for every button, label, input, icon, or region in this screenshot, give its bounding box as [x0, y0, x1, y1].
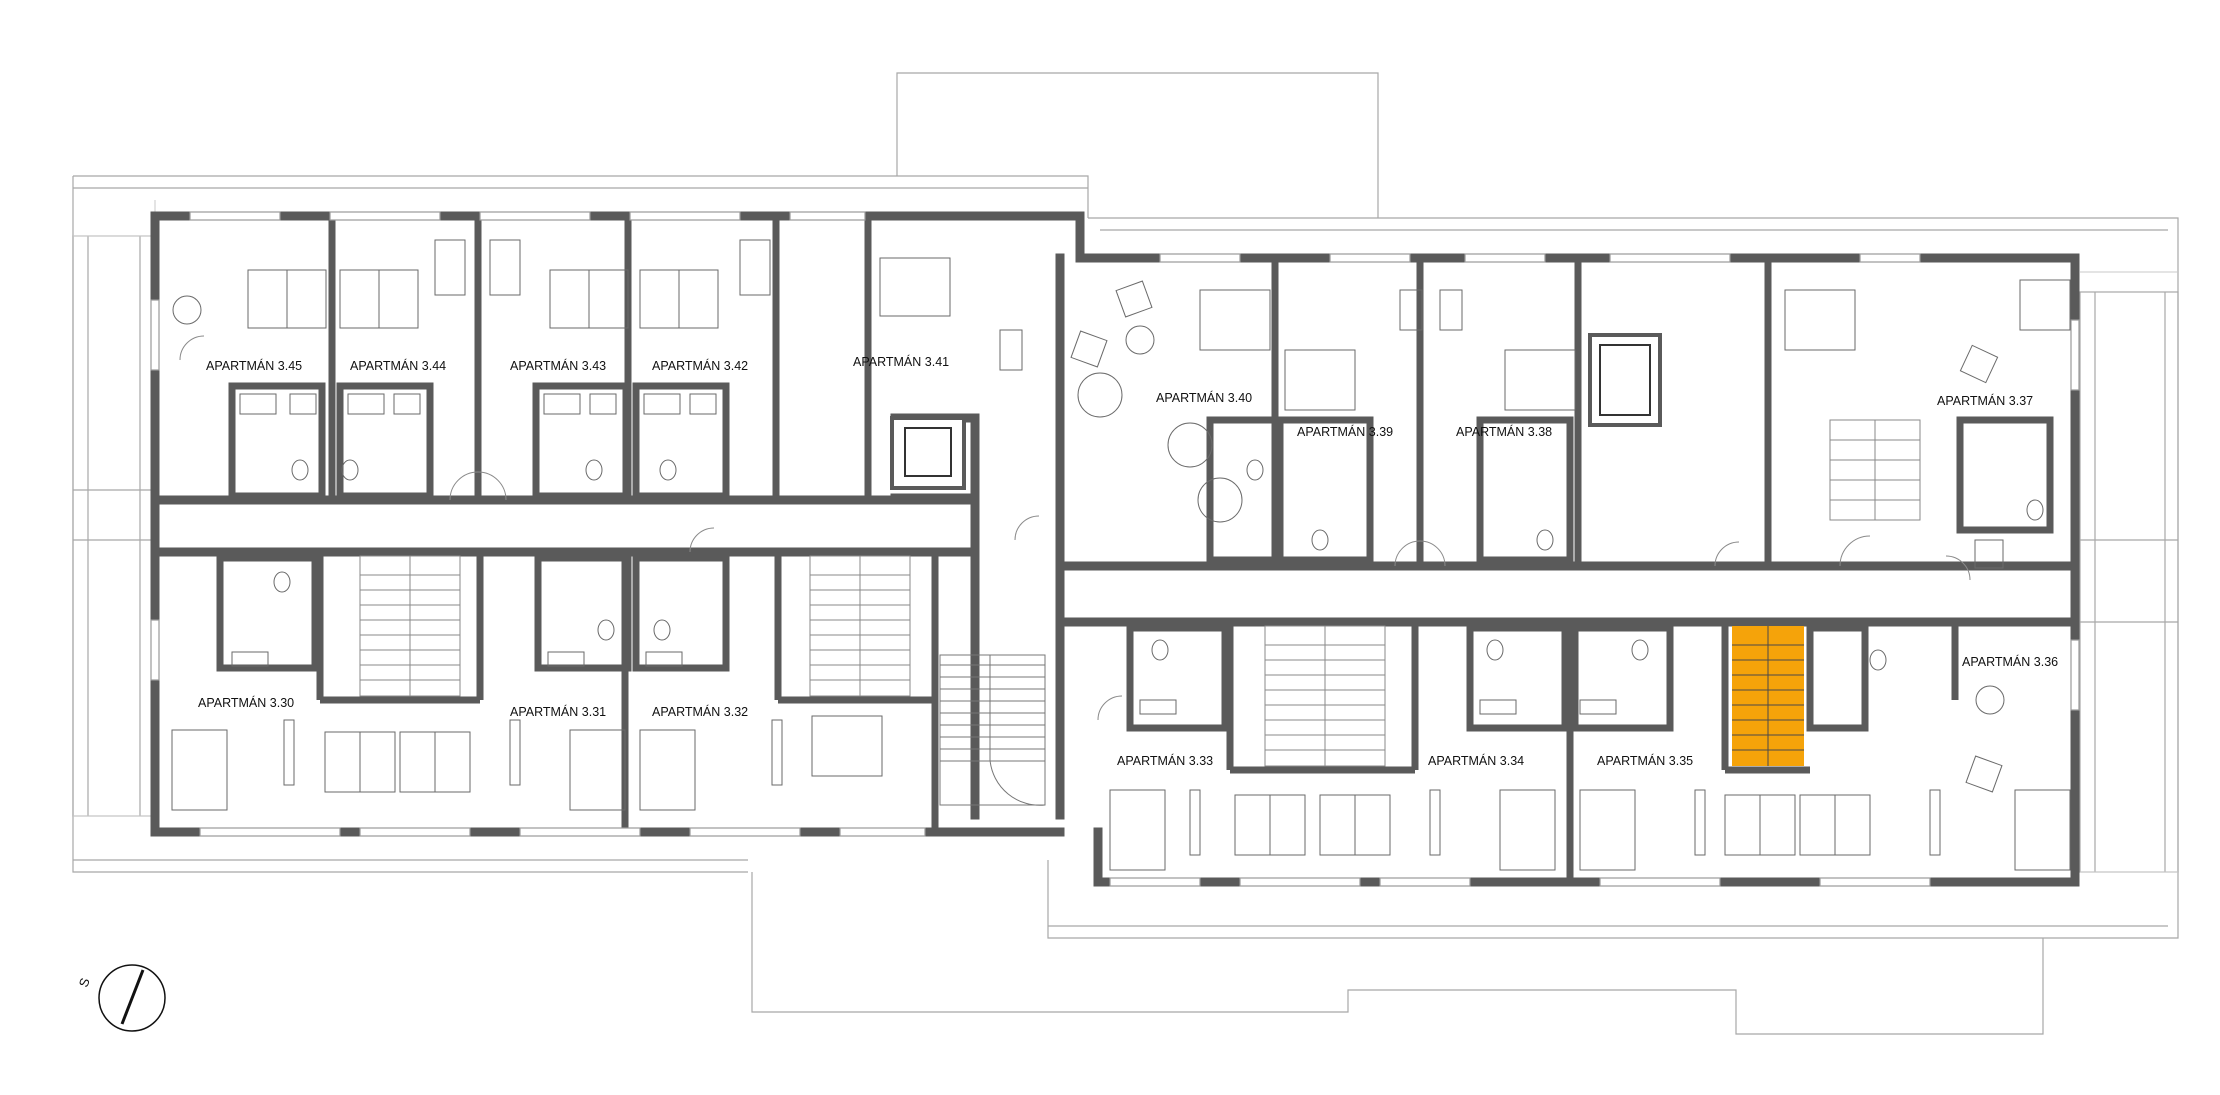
apartment-label: APARTMÁN 3.30	[198, 695, 294, 710]
apartment-label: APARTMÁN 3.45	[206, 358, 302, 373]
highlighted-staircase	[1732, 626, 1804, 766]
elevator-cabins	[904, 344, 1651, 477]
apartment-label: APARTMÁN 3.40	[1156, 390, 1252, 405]
apartment-stairs	[359, 419, 1921, 767]
apartment-label: APARTMÁN 3.35	[1597, 753, 1693, 768]
room-labels: APARTMÁN 3.45 APARTMÁN 3.44 APARTMÁN 3.4…	[198, 354, 2058, 768]
windows	[150, 211, 2080, 887]
doors	[179, 335, 1971, 721]
apartment-label: APARTMÁN 3.44	[350, 358, 446, 373]
apartment-label: APARTMÁN 3.38	[1456, 424, 1552, 439]
apartment-label: APARTMÁN 3.42	[652, 358, 748, 373]
north-letter: S	[76, 976, 93, 990]
apartment-label: APARTMÁN 3.34	[1428, 753, 1524, 768]
apartment-label: APARTMÁN 3.36	[1962, 654, 2058, 669]
roof-hatching	[73, 200, 2178, 873]
apartment-label: APARTMÁN 3.33	[1117, 753, 1213, 768]
apartment-label: APARTMÁN 3.41	[853, 354, 949, 369]
furniture	[171, 239, 2071, 871]
north-arrow-icon: S	[76, 964, 166, 1032]
apartment-label: APARTMÁN 3.43	[510, 358, 606, 373]
apartment-label: APARTMÁN 3.39	[1297, 424, 1393, 439]
partition-walls	[216, 216, 2054, 882]
main-staircase	[939, 654, 1046, 806]
walls	[150, 211, 2080, 887]
apartment-label: APARTMÁN 3.31	[510, 704, 606, 719]
apartment-label: APARTMÁN 3.32	[652, 704, 748, 719]
apartment-label: APARTMÁN 3.37	[1937, 393, 2033, 408]
